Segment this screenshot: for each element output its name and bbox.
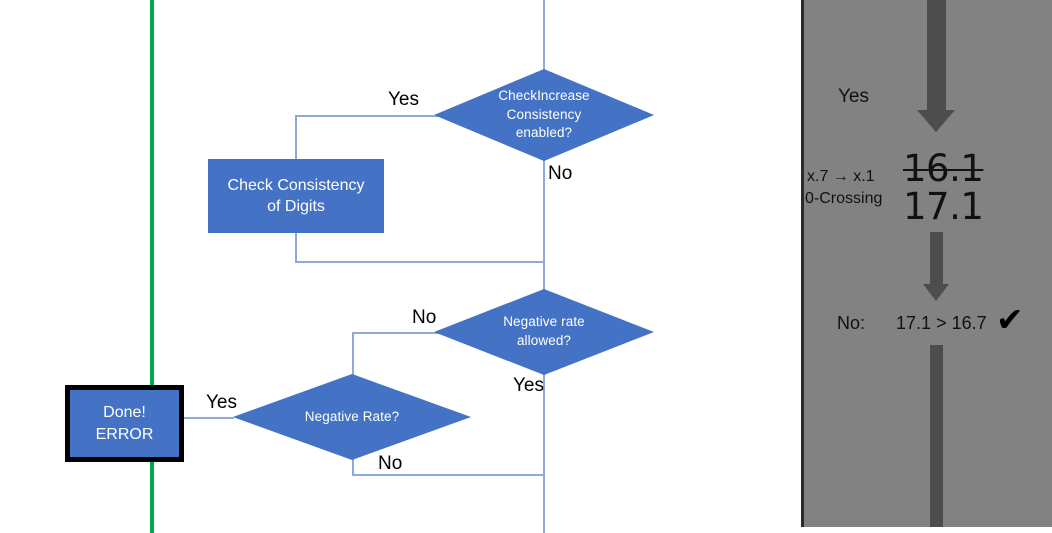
edge-label-negative-rate-yes: Yes	[206, 392, 237, 413]
decision-line-1: Negative rate	[503, 314, 585, 330]
connector-negrate-no-to-trunk	[352, 474, 544, 476]
connector-trunk-top	[543, 0, 545, 92]
edge-label-negative-allowed-no: No	[412, 307, 437, 328]
connector-consistency-to-trunk	[295, 261, 544, 263]
decision-line-1: CheckIncrease	[498, 88, 590, 104]
process-line-1: Check Consistency	[227, 176, 365, 194]
edge-label-negative-allowed-yes: Yes	[513, 375, 544, 396]
decision-line-1: Negative Rate?	[304, 408, 400, 424]
terminator-line-2: ERROR	[95, 425, 154, 443]
terminator-line-1: Done!	[103, 404, 146, 422]
panel-comparison-label: No:	[837, 313, 866, 333]
connector-yes-down	[295, 115, 297, 160]
decision-negative-rate-label: Negative Rate?	[233, 374, 471, 460]
edge-label-negative-rate-no: No	[378, 453, 403, 474]
edge-label-check-increase-no: No	[548, 163, 573, 184]
process-check-consistency-of-digits[interactable]: Check Consistency of Digits	[208, 159, 384, 233]
panel-values: 16.1 17.1	[903, 147, 984, 228]
process-label: Check Consistency of Digits	[228, 175, 365, 217]
highlight-line	[150, 0, 154, 533]
decision-negative-rate-allowed-label: Negative rate allowed?	[434, 289, 654, 375]
panel-value-struck: 16.1	[903, 147, 984, 190]
connector-negrate-yes-to-done	[172, 417, 234, 419]
panel-yes-label: Yes	[838, 86, 869, 107]
terminator-label: Done! ERROR	[96, 402, 154, 444]
decision-negative-rate[interactable]: Negative Rate?	[233, 374, 471, 460]
decision-negative-rate-allowed[interactable]: Negative rate allowed?	[434, 289, 654, 375]
decision-line-3: enabled?	[515, 125, 573, 141]
decision-check-increase-label: CheckIncrease Consistency enabled?	[434, 69, 654, 161]
panel-check-icon: ✔	[996, 301, 1024, 338]
connector-consistency-down	[295, 233, 297, 262]
panel-note-line-2: 0-Crossing	[805, 190, 883, 208]
panel-note: x.7 → x.1 0-Crossing	[805, 166, 883, 210]
panel-arrow-top-head	[917, 110, 955, 132]
panel-note-line-1: x.7 → x.1	[807, 168, 875, 185]
connector-allowed-no	[352, 332, 445, 334]
decision-check-increase-consistency[interactable]: CheckIncrease Consistency enabled?	[434, 69, 654, 161]
decision-line-2: allowed?	[516, 333, 572, 348]
terminator-done-error[interactable]: Done! ERROR	[65, 385, 184, 462]
panel-value-current: 17.1	[903, 184, 984, 228]
connector-trunk-lower	[543, 353, 545, 533]
panel-arrow-top-shaft	[927, 0, 946, 110]
panel-arrow-mid-head	[923, 284, 949, 301]
panel-comparison: No: 17.1 > 16.7	[837, 313, 987, 334]
panel-arrow-bottom-shaft	[930, 345, 943, 527]
panel-comparison-value: 17.1 > 16.7	[896, 313, 987, 333]
annotation-panel: Yes x.7 → x.1 0-Crossing 16.1 17.1 No: 1…	[801, 0, 1052, 527]
connector-yes-to-consistency	[295, 115, 445, 117]
edge-label-check-increase-yes: Yes	[388, 89, 419, 110]
process-line-2: of Digits	[267, 198, 325, 215]
decision-line-2: Consistency	[506, 106, 582, 122]
connector-trunk-mid	[543, 148, 545, 312]
panel-arrow-mid-shaft	[930, 232, 943, 284]
